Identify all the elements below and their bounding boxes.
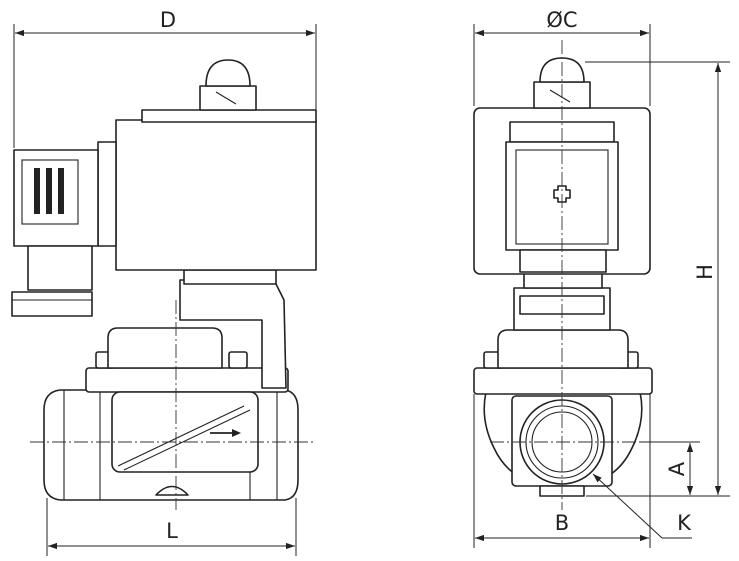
label-D: D	[160, 8, 176, 32]
label-K: K	[677, 511, 692, 535]
label-H: H	[693, 264, 717, 280]
label-L: L	[166, 519, 178, 543]
dimensions	[13, 24, 730, 556]
side-cover-plate	[473, 367, 653, 395]
side-view	[473, 40, 653, 510]
front-bonnet	[107, 327, 223, 369]
label-C: ØC	[546, 8, 577, 32]
label-A: A	[665, 461, 689, 476]
front-top-cap	[205, 59, 251, 87]
front-view	[11, 59, 317, 510]
label-B: B	[555, 511, 569, 535]
front-coil	[115, 119, 317, 271]
front-connector	[13, 149, 99, 247]
front-cover-plate	[85, 367, 289, 393]
